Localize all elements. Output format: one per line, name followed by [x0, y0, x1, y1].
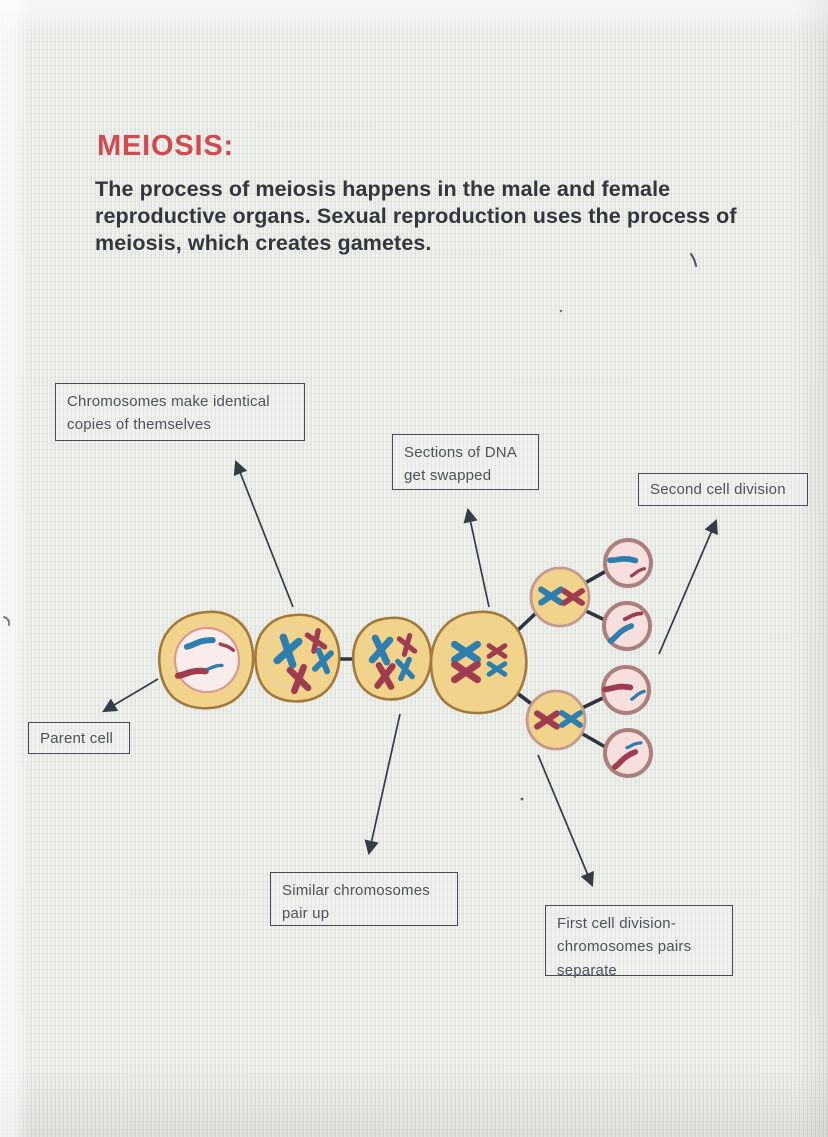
paired-cell [351, 616, 433, 701]
label-pair-up: Similar chromosomes pair up [270, 872, 458, 926]
label-chromosome-copies: Chromosomes make identical copies of the… [55, 383, 305, 441]
stray-marks [3, 253, 697, 801]
intro-text: The process of meiosis happens in the ma… [95, 177, 737, 256]
arrow-to-second-division-label [658, 519, 718, 655]
arrow-to-dna-label [463, 507, 490, 608]
label-first-division: First cell division- chromosomes pairs s… [545, 905, 733, 979]
first-division-cell-bottom [525, 689, 587, 751]
label-dna-swap: Sections of DNA get swapped [392, 434, 539, 490]
parent-cell [158, 610, 255, 710]
label-parent-cell: Parent cell [28, 722, 130, 754]
annotation-arrows [102, 459, 718, 888]
arrow-to-parent-label [102, 678, 159, 713]
arrow-to-first-division-label [537, 754, 594, 888]
arrow-to-copies-label [233, 459, 294, 608]
page-title: MEIOSIS: [97, 130, 234, 162]
gamete-cell-1 [603, 538, 653, 588]
duplicated-cell [254, 613, 341, 703]
first-division-cell-top [529, 566, 591, 628]
label-second-division: Second cell division [638, 473, 808, 506]
crossover-cell [429, 610, 528, 715]
gamete-cell-4 [603, 728, 653, 778]
gamete-cell-3 [601, 665, 651, 715]
arrow-to-pair-label [364, 713, 401, 856]
gamete-cell-2 [602, 601, 652, 651]
